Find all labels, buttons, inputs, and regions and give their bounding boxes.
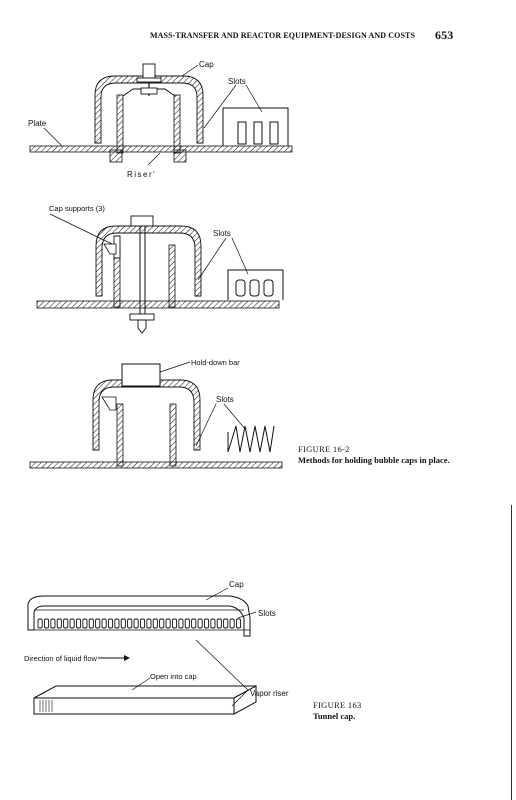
- label-slots: Slots: [258, 609, 276, 618]
- tunnel-slot: [114, 618, 120, 629]
- label-cap: Cap: [199, 60, 214, 69]
- bubble-cap-hold-down-diagram: Hold-down bar Slots: [29, 358, 283, 469]
- figure-caption-16-2: FIGURE 16-2 Methods for holding bubble c…: [298, 444, 468, 466]
- label-cap-supports: Cap supports (3): [49, 204, 105, 213]
- slots-detail: [227, 269, 284, 300]
- tunnel-slot: [178, 618, 184, 629]
- hold-down-bar: [121, 363, 161, 387]
- tunnel-slot: [69, 618, 75, 629]
- tunnel-slot: [197, 618, 203, 629]
- tunnel-slot: [107, 618, 114, 629]
- tunnel-cap: [27, 595, 251, 637]
- tunnel-slot: [223, 618, 229, 629]
- label-direction-liquid-flow: Direction of liquid flow: [24, 654, 98, 663]
- tunnel-slot: [50, 618, 56, 629]
- tunnel-slot: [101, 618, 107, 629]
- tunnel-slot: [133, 618, 139, 629]
- tunnel-slot: [235, 618, 242, 629]
- tunnel-slot: [191, 618, 197, 629]
- bubble-cap: [95, 225, 202, 297]
- tunnel-slot: [216, 618, 222, 629]
- tray-plate: [29, 145, 293, 153]
- caption-label: FIGURE 163: [313, 700, 362, 710]
- label-hold-down-bar: Hold-down bar: [191, 358, 240, 367]
- tunnel-slot: [95, 618, 101, 629]
- figure-caption-16-3: FIGURE 163 Tunnel cap.: [313, 700, 463, 722]
- tunnel-slot: [56, 618, 62, 629]
- tunnel-slot: [120, 618, 126, 629]
- vapor-riser: [33, 685, 257, 715]
- tunnel-slot: [82, 618, 88, 629]
- tunnel-cap-diagram: Cap Slots Direction of liquid flow Open …: [24, 580, 289, 715]
- tunnel-slot: [139, 618, 146, 629]
- label-slots: Slots: [213, 229, 231, 238]
- bubble-cap-bolted-diagram: Cap Slots Plate Riser': [28, 60, 293, 179]
- tunnel-slot: [75, 618, 82, 629]
- tunnel-slot: [165, 618, 171, 629]
- caption-text: Tunnel cap.: [313, 711, 356, 721]
- label-open-into-cap: Open into cap: [150, 672, 197, 681]
- slots-detail: [222, 107, 289, 146]
- bubble-cap: [94, 75, 204, 144]
- tunnel-slot: [152, 618, 158, 629]
- label-plate: Plate: [28, 119, 47, 128]
- tunnel-slots: [37, 618, 242, 629]
- running-title: MASS-TRANSFER AND REACTOR EQUIPMENT-DESI…: [150, 31, 416, 40]
- tunnel-slot: [43, 618, 50, 629]
- label-riser: Riser': [127, 170, 156, 179]
- tunnel-slot: [184, 618, 190, 629]
- tunnel-slot: [229, 618, 235, 629]
- slots-detail: [227, 425, 275, 453]
- tray-plate: [36, 300, 280, 309]
- tunnel-slot: [203, 618, 210, 629]
- label-vapor-riser: Vapor riser: [250, 689, 289, 698]
- tunnel-slot: [210, 618, 216, 629]
- tray-plate: [29, 461, 283, 469]
- tunnel-slot: [63, 618, 69, 629]
- label-slots: Slots: [216, 395, 234, 404]
- page-edge-line: [511, 505, 512, 800]
- tunnel-slot: [88, 618, 94, 629]
- caption-label: FIGURE 16-2: [298, 444, 350, 454]
- page-number: 653: [435, 28, 454, 42]
- label-slots: Slots: [228, 77, 246, 86]
- bubble-cap: [92, 379, 201, 451]
- running-header: MASS-TRANSFER AND REACTOR EQUIPMENT-DESI…: [150, 28, 460, 42]
- tunnel-slot: [37, 618, 43, 629]
- tunnel-slot: [146, 618, 152, 629]
- tunnel-slot: [127, 618, 133, 629]
- caption-text: Methods for holding bubble caps in place…: [298, 455, 450, 465]
- tunnel-slot: [171, 618, 178, 629]
- tunnel-slot: [159, 618, 165, 629]
- bubble-cap-supports-diagram: Cap supports (3) Slots: [36, 204, 284, 334]
- label-cap: Cap: [229, 580, 244, 589]
